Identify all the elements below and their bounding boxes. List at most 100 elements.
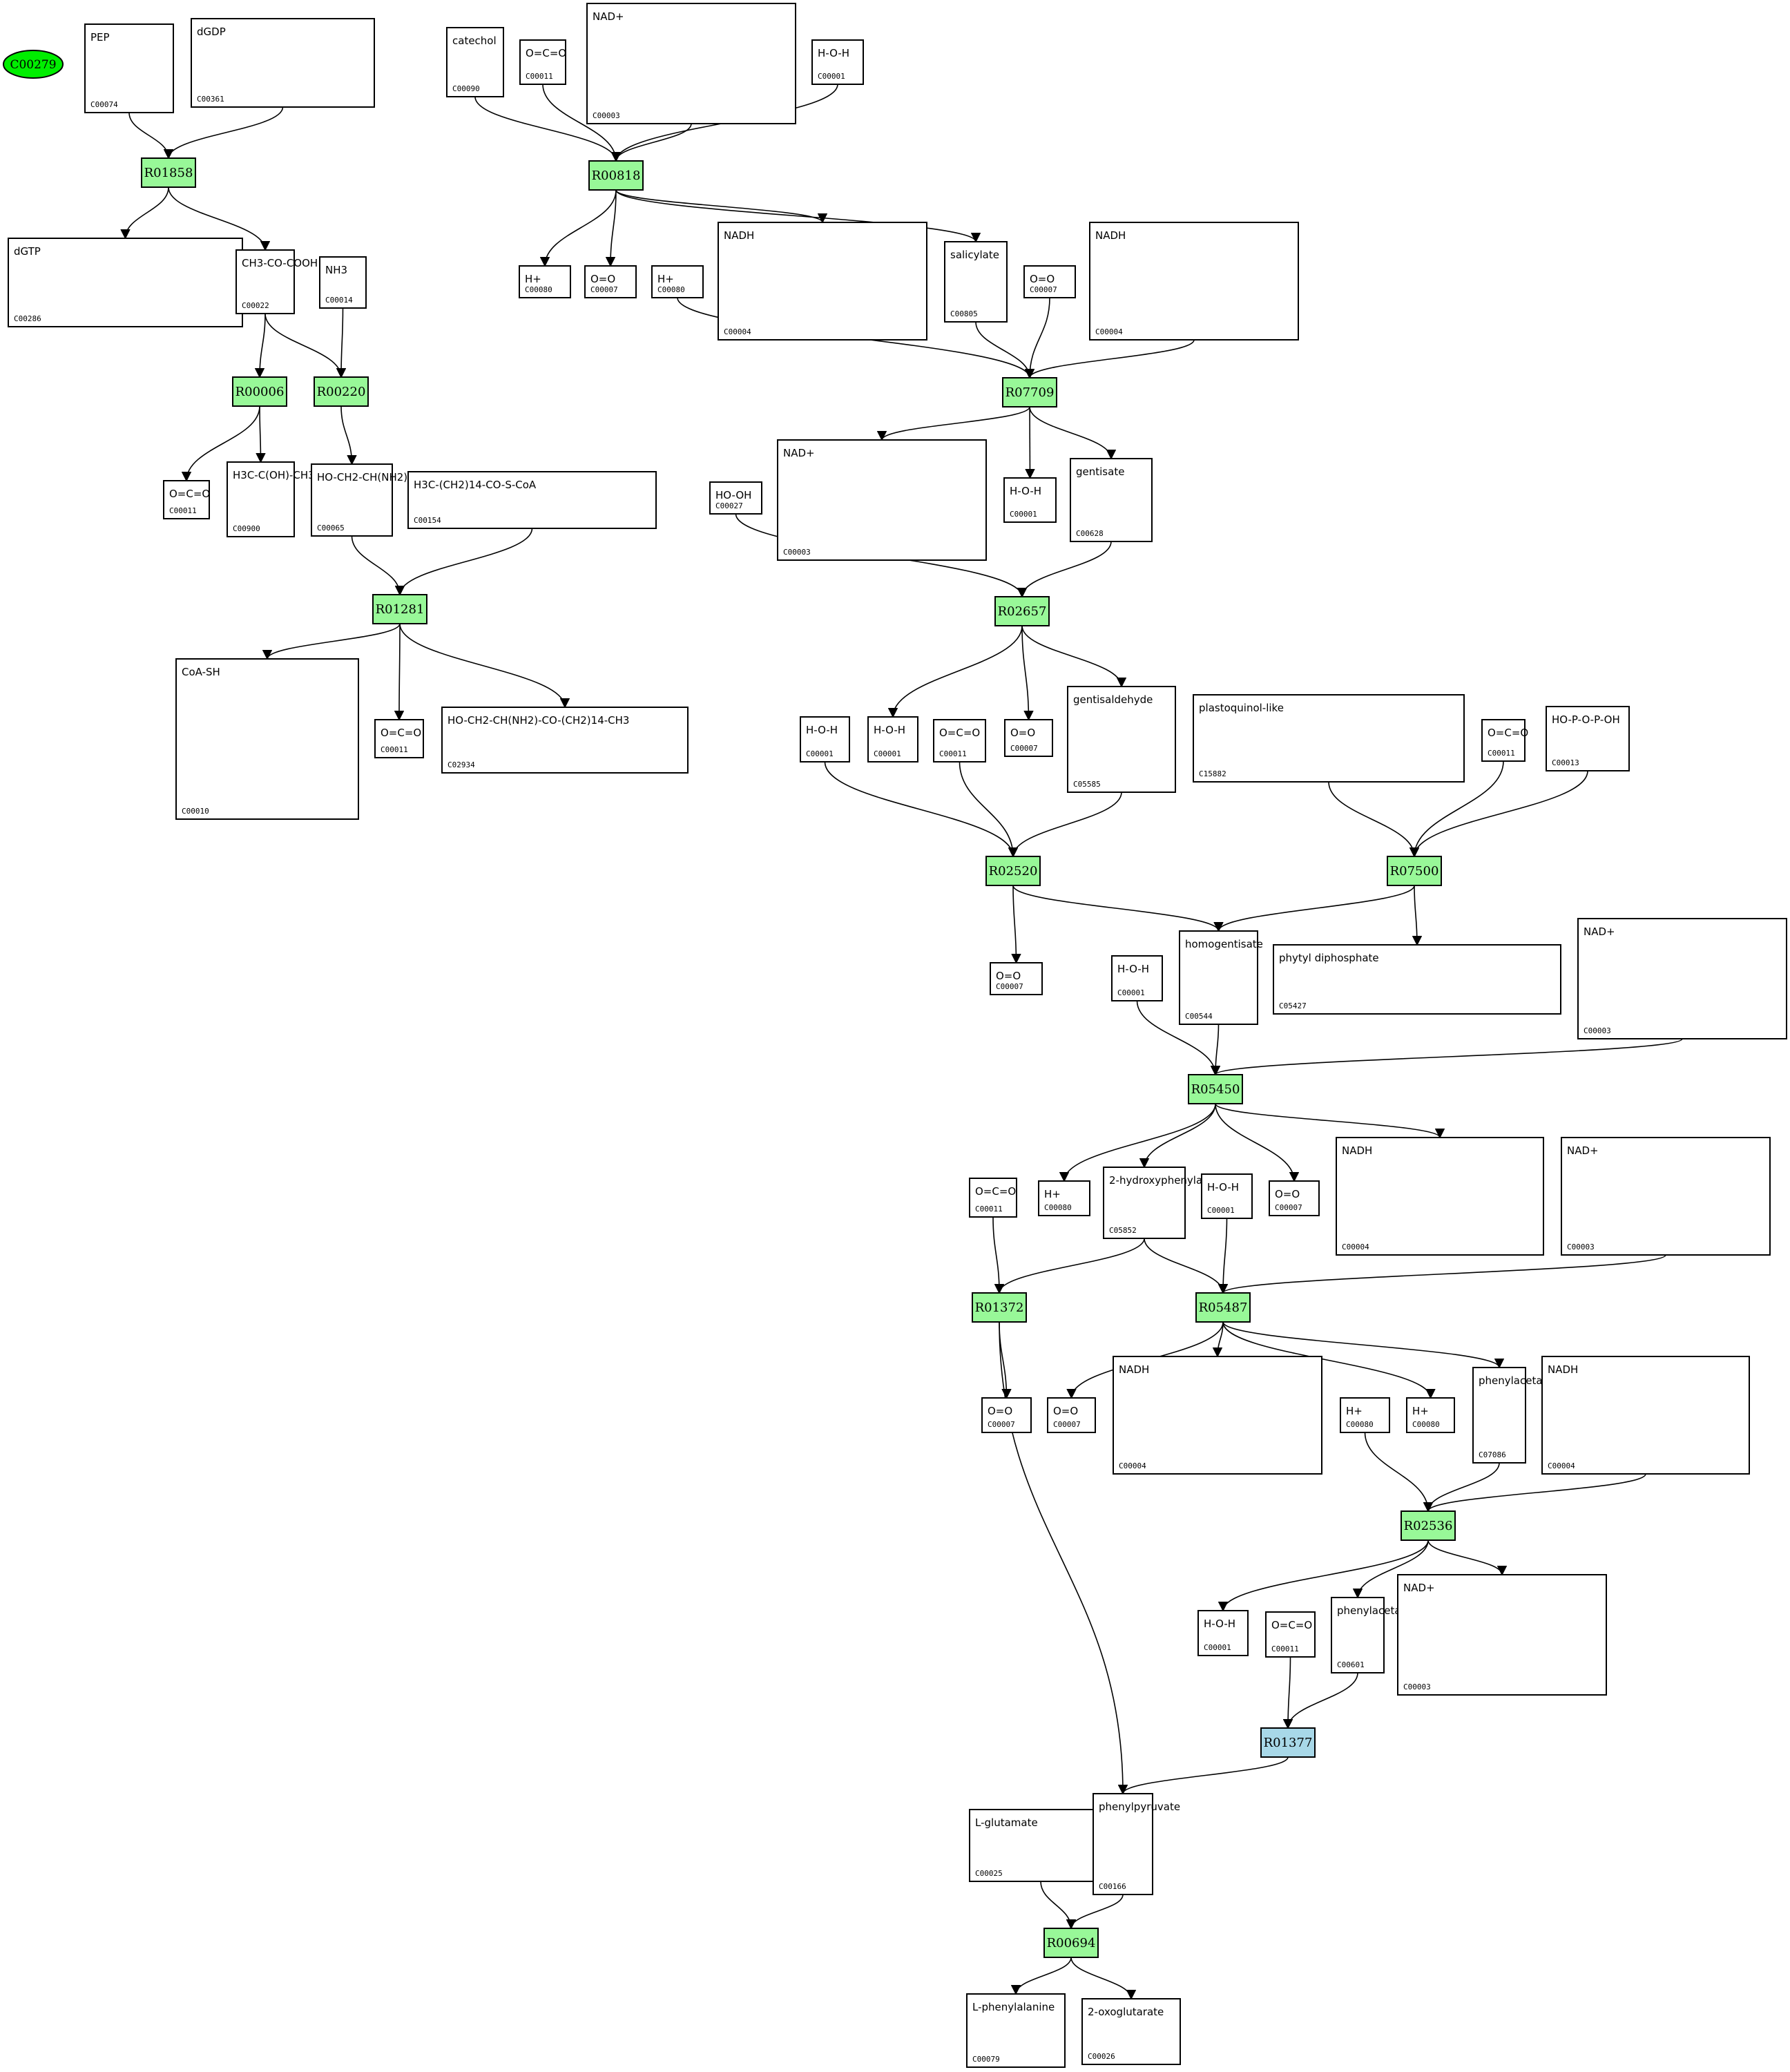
reaction-node[interactable]: R01858 (141, 157, 196, 188)
compound-node[interactable]: NAD+C00003 (777, 439, 987, 561)
reaction-node[interactable]: R00220 (314, 376, 369, 407)
reaction-box (372, 594, 427, 624)
compound-box (441, 707, 689, 774)
compound-box (800, 716, 850, 762)
compound-structure: O=O (996, 970, 1021, 982)
start-node[interactable]: C00279 (3, 50, 64, 79)
reaction-node[interactable]: R00694 (1043, 1928, 1099, 1958)
reaction-node[interactable]: R01372 (972, 1292, 1027, 1323)
compound-structure: H-O-H (1117, 963, 1149, 975)
reaction-node[interactable]: R02657 (994, 596, 1050, 626)
compound-structure: phenylpyruvate (1099, 1801, 1180, 1813)
compound-box (175, 658, 359, 820)
reaction-node[interactable]: R02536 (1401, 1510, 1456, 1541)
compound-structure: O=C=O (975, 1185, 1016, 1198)
compound-node[interactable]: NAD+C00003 (1577, 918, 1787, 1039)
reaction-node[interactable]: R00818 (588, 160, 644, 191)
reaction-node[interactable]: R05450 (1188, 1074, 1243, 1104)
edge-arrow (1215, 1103, 1300, 1182)
compound-node[interactable]: H+C00080 (519, 265, 571, 298)
compound-node[interactable]: H+C00080 (1038, 1180, 1090, 1216)
compound-node[interactable]: H+C00080 (651, 265, 704, 298)
compound-box (1193, 694, 1465, 783)
compound-node[interactable]: NAD+ C00003 (586, 3, 796, 124)
reaction-node[interactable]: R01377 (1260, 1727, 1316, 1758)
reaction-node[interactable]: R00006 (232, 376, 287, 407)
reaction-node[interactable]: R01281 (372, 594, 427, 624)
compound-node[interactable]: NAD+C00003 (1561, 1137, 1771, 1256)
compound-structure: NADH (1548, 1363, 1578, 1376)
reaction-node[interactable]: R07709 (1002, 377, 1057, 407)
compound-id-label: C00003 (593, 111, 620, 120)
reaction-node[interactable]: R05487 (1195, 1292, 1251, 1323)
compound-node[interactable]: H+C00080 (1406, 1397, 1455, 1433)
start-node-shape (3, 50, 64, 79)
reaction-node[interactable]: R07500 (1387, 856, 1442, 886)
compound-node[interactable]: NAD+C00003 (1397, 1574, 1607, 1696)
compound-box (1541, 1356, 1750, 1475)
reaction-box (985, 856, 1041, 886)
compound-id-label: C00544 (1185, 1012, 1213, 1021)
compound-structure: catechol (452, 35, 497, 47)
edge-arrow (999, 1321, 1128, 1795)
compound-id-label: C00027 (715, 501, 743, 510)
edge-arrow (1024, 339, 1195, 379)
compound-box (777, 439, 987, 561)
reaction-node[interactable]: R02520 (985, 856, 1041, 886)
compound-structure: H-O-H (818, 47, 849, 59)
compound-id-label: C00286 (14, 314, 41, 323)
reaction-box (1043, 1928, 1099, 1958)
compound-node[interactable]: H+C00080 (1340, 1397, 1390, 1433)
compound-structure: NAD+ (593, 10, 624, 23)
